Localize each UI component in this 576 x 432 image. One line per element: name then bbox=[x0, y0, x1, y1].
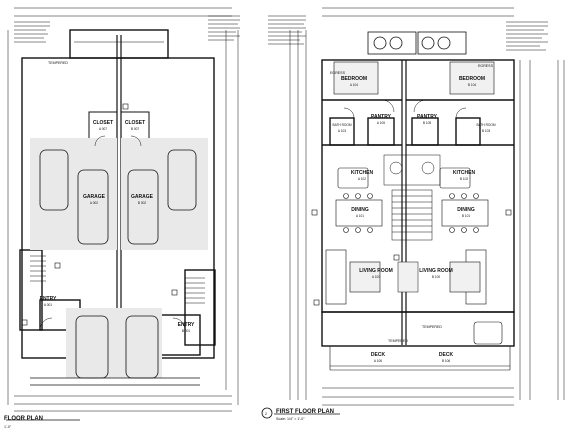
ground-garages bbox=[30, 138, 208, 250]
bath-left-tag: A 103 bbox=[338, 129, 346, 133]
first-deck bbox=[329, 346, 511, 371]
bedroom-right-tag: B 104 bbox=[468, 83, 477, 87]
first-floor-plan bbox=[261, 7, 565, 419]
roof-units bbox=[367, 31, 467, 55]
first-plan-scale: Scale: 1/4" = 1'-0" bbox=[276, 417, 305, 421]
closet-left-tag: A 007 bbox=[99, 127, 107, 131]
ground-driveway bbox=[30, 308, 200, 386]
ground-plan-scale: 1'-0" bbox=[4, 425, 12, 429]
pantry-right-label: PANTRY bbox=[417, 114, 438, 120]
garage-left-tag: A 002 bbox=[90, 201, 98, 205]
bath-right-tag: B 103 bbox=[482, 129, 491, 133]
first-walls bbox=[321, 59, 515, 347]
living-left-tag: A 100 bbox=[372, 275, 380, 279]
entry-left-label: ENTRY bbox=[40, 296, 57, 302]
kitchen-right-tag: B 102 bbox=[460, 177, 469, 181]
living-right-label: LIVING ROOM bbox=[419, 268, 453, 274]
entry-left-tag: A 001 bbox=[44, 303, 52, 307]
closet-right-tag: B 007 bbox=[131, 127, 140, 131]
ground-note-lines bbox=[14, 15, 240, 43]
ground-floor-labels: TEMPERED CLOSET A 007 CLOSET B 007 GARAG… bbox=[4, 61, 195, 429]
deck-right-tag: B 106 bbox=[442, 359, 451, 363]
bedroom-left-label: BEDROOM bbox=[341, 76, 367, 82]
first-dimension-lines bbox=[289, 7, 531, 406]
bath-left-label: BATH ROOM bbox=[332, 123, 351, 127]
bedroom-left-tag: A 104 bbox=[350, 83, 358, 87]
ground-tempered-label: TEMPERED bbox=[48, 61, 68, 65]
first-plan-title: FIRST FLOOR PLAN bbox=[276, 409, 334, 415]
first-floor-labels: EGRESS EGRESS BEDROOM A 104 BEDROOM B 10… bbox=[265, 64, 496, 421]
deck-left-label: DECK bbox=[371, 352, 386, 358]
first-plan-number: 2 bbox=[265, 412, 267, 416]
first-tempered-right: TEMPERED bbox=[422, 325, 442, 329]
egress-left-label: EGRESS bbox=[330, 71, 346, 75]
pantry-right-tag: B 105 bbox=[423, 121, 432, 125]
dining-left-label: DINING bbox=[351, 207, 369, 213]
closet-right-label: CLOSET bbox=[125, 120, 145, 126]
bedroom-right-label: BEDROOM bbox=[459, 76, 485, 82]
garage-right-label: GARAGE bbox=[131, 194, 154, 200]
kitchen-left-label: KITCHEN bbox=[351, 170, 374, 176]
living-right-tag: B 100 bbox=[432, 275, 441, 279]
first-grid-markers bbox=[311, 209, 512, 306]
dining-right-tag: B 101 bbox=[462, 214, 471, 218]
pantry-left-label: PANTRY bbox=[371, 114, 392, 120]
kitchen-right-label: KITCHEN bbox=[453, 170, 476, 176]
first-edge-notes bbox=[557, 60, 565, 400]
egress-right-label: EGRESS bbox=[478, 64, 494, 68]
deck-right-label: DECK bbox=[439, 352, 454, 358]
first-tempered-left: TEMPERED bbox=[388, 339, 408, 343]
kitchen-left-tag: A 102 bbox=[358, 177, 366, 181]
garage-right-tag: B 002 bbox=[138, 201, 147, 205]
first-plan-number-circle bbox=[261, 407, 273, 419]
first-furniture bbox=[325, 61, 503, 345]
first-note-lines bbox=[268, 15, 548, 51]
pantry-left-tag: A 105 bbox=[377, 121, 385, 125]
dining-left-tag: A 101 bbox=[356, 214, 364, 218]
garage-left-label: GARAGE bbox=[83, 194, 106, 200]
ground-stairs bbox=[30, 255, 205, 304]
ground-floor-plan bbox=[6, 7, 240, 421]
dining-right-label: DINING bbox=[457, 207, 475, 213]
first-doors bbox=[343, 99, 467, 119]
first-central-stair bbox=[383, 154, 441, 293]
bath-right-label: BATH ROOM bbox=[476, 123, 495, 127]
ground-doors bbox=[39, 135, 186, 331]
ground-dimension-lines bbox=[7, 7, 239, 412]
ground-grid-markers bbox=[21, 103, 178, 326]
entry-right-tag: B 001 bbox=[182, 329, 191, 333]
deck-left-tag: A 106 bbox=[374, 359, 382, 363]
living-left-label: LIVING ROOM bbox=[359, 268, 393, 274]
ground-plan-title: FLOOR PLAN bbox=[4, 416, 43, 422]
closet-left-label: CLOSET bbox=[93, 120, 113, 126]
entry-right-label: ENTRY bbox=[178, 322, 195, 328]
